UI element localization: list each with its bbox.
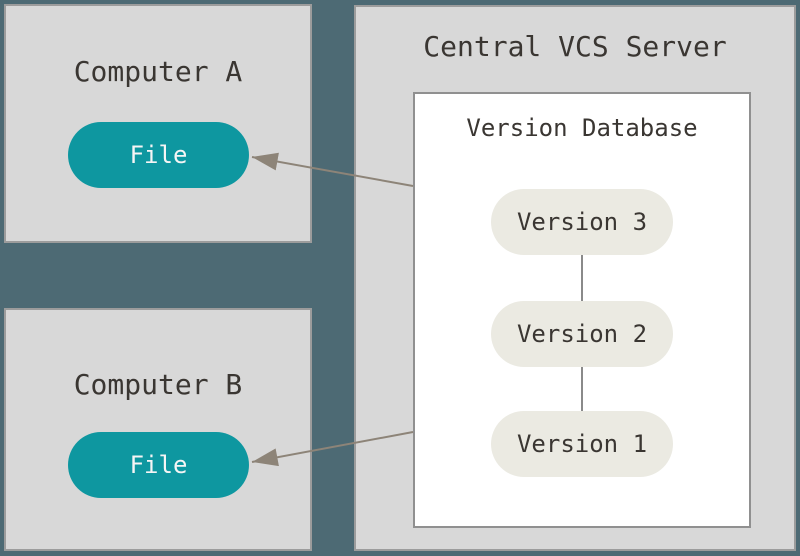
computer-a-title: Computer A	[73, 55, 243, 88]
central-vcs-server-title: Central VCS Server	[423, 30, 727, 63]
connector-v3-v2	[581, 255, 583, 301]
version-1-pill: Version 1	[491, 411, 673, 477]
version-3-pill: Version 3	[491, 189, 673, 255]
computer-a-file-pill: File	[68, 122, 249, 188]
computer-b-title: Computer B	[73, 368, 243, 401]
connector-v2-v1	[581, 367, 583, 411]
computer-b-file-pill: File	[68, 432, 249, 498]
computer-b-box: Computer B File	[4, 308, 312, 551]
version-2-pill: Version 2	[491, 301, 673, 367]
computer-a-box: Computer A File	[4, 4, 312, 243]
version-database-title: Version Database	[466, 114, 698, 142]
version-database-box: Version Database Version 3 Version 2 Ver…	[413, 92, 751, 528]
central-vcs-server-box: Central VCS Server Version Database Vers…	[354, 5, 796, 551]
